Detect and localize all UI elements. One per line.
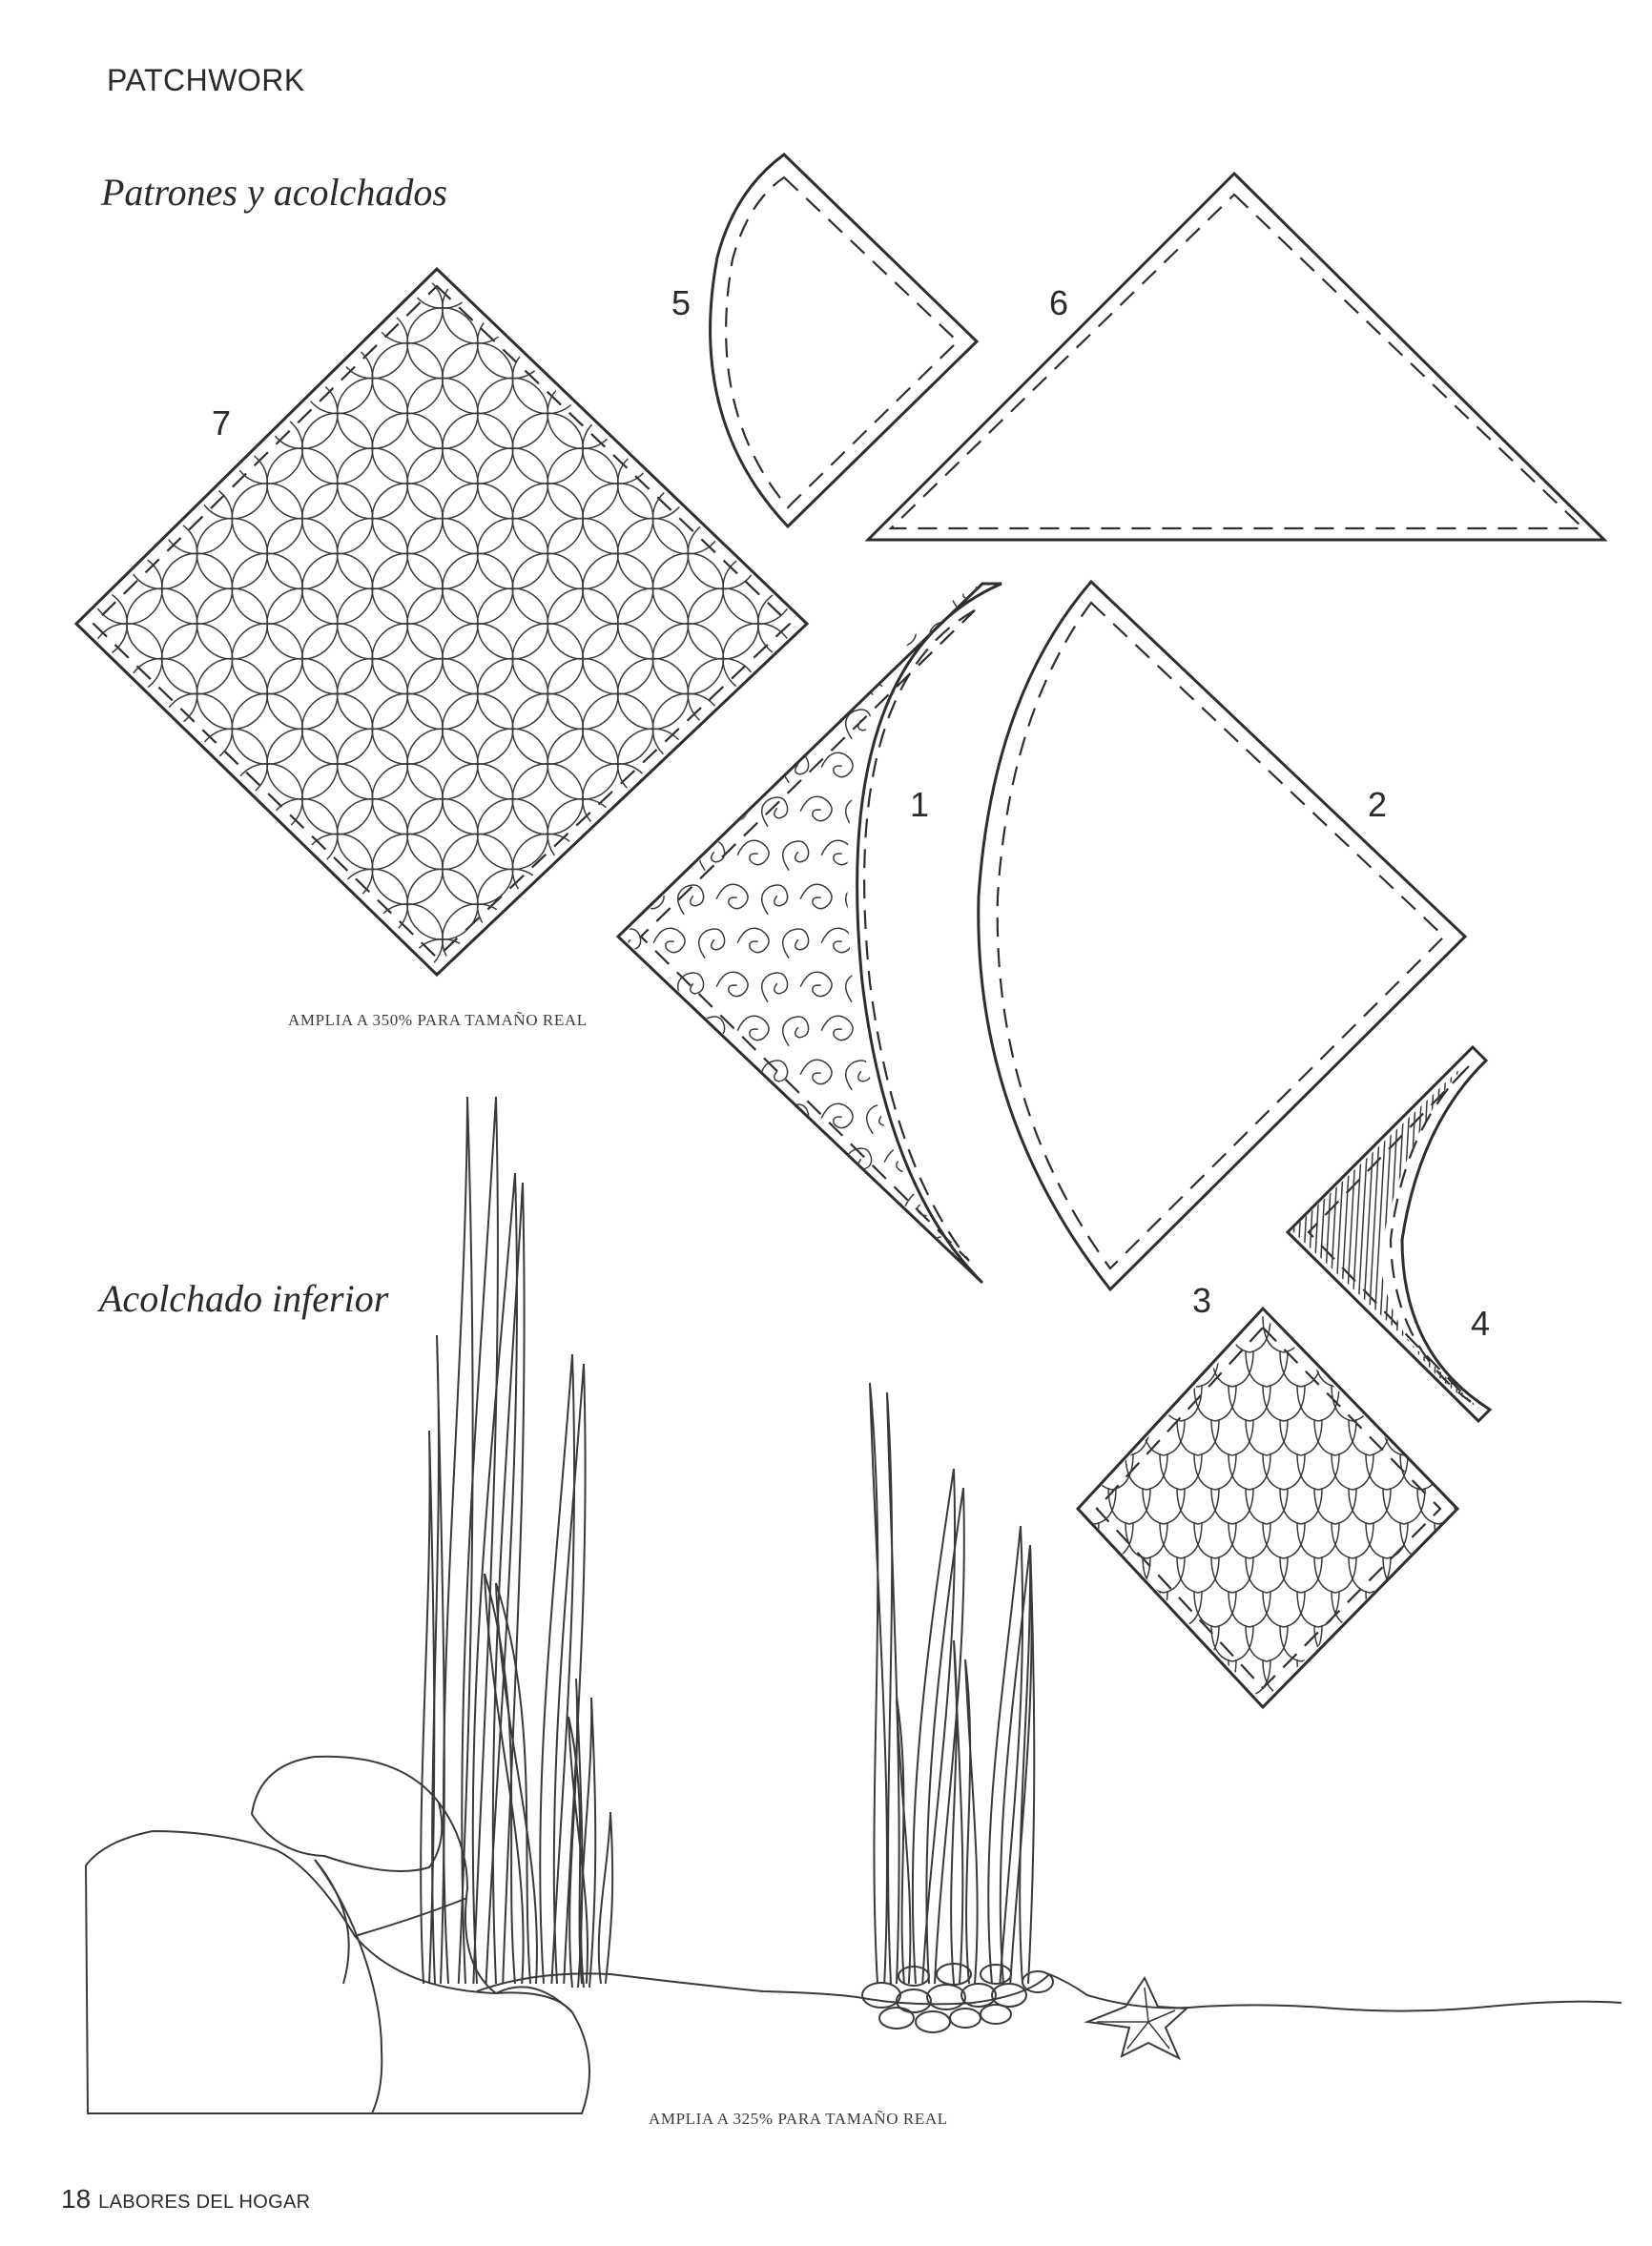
starfish-icon [1084, 1975, 1189, 2061]
pattern-piece-6: 6 [864, 171, 1608, 542]
pattern-piece-4: 4 [1285, 1044, 1493, 1424]
piece-4-number: 4 [1471, 1304, 1490, 1343]
page-number: 18 [61, 2184, 92, 2214]
piece-6-number: 6 [1049, 283, 1068, 322]
piece-3-number: 3 [1192, 1281, 1211, 1320]
swirl-quilting-pattern [622, 584, 982, 1267]
page-footer: 18 LABORES DEL HOGAR [61, 2184, 310, 2215]
heading-patterns: Patrones y acolchados [101, 171, 447, 214]
piece-2-number: 2 [1368, 785, 1387, 824]
seabed-illustration [84, 1096, 1622, 2114]
piece-1-number: 1 [910, 785, 929, 824]
publication-name: LABORES DEL HOGAR [98, 2192, 311, 2213]
heading-bottom-quilting: Acolchado inferior [99, 1277, 389, 1320]
pattern-piece-7: 7 [73, 266, 810, 978]
enlarge-note-top: AMPLIA A 350% PARA TAMAÑO REAL [288, 1011, 588, 1029]
pattern-piece-5: 5 [671, 153, 980, 529]
scallop-quilting-pattern [1080, 1316, 1457, 1701]
seabed-line [476, 1972, 1622, 2012]
section-label: PATCHWORK [107, 63, 305, 97]
piece-5-number: 5 [671, 283, 691, 322]
seaweed [420, 1096, 1036, 1988]
piece-7-number: 7 [212, 403, 231, 443]
circle-quilting-pattern [82, 278, 803, 965]
enlarge-note-bottom: AMPLIA A 325% PARA TAMAÑO REAL [649, 2110, 948, 2128]
pebbles [861, 1963, 1054, 2033]
pattern-piece-2: 2 [977, 579, 1468, 1292]
rocks [84, 1755, 590, 2114]
pattern-piece-1: 1 [615, 582, 1002, 1285]
